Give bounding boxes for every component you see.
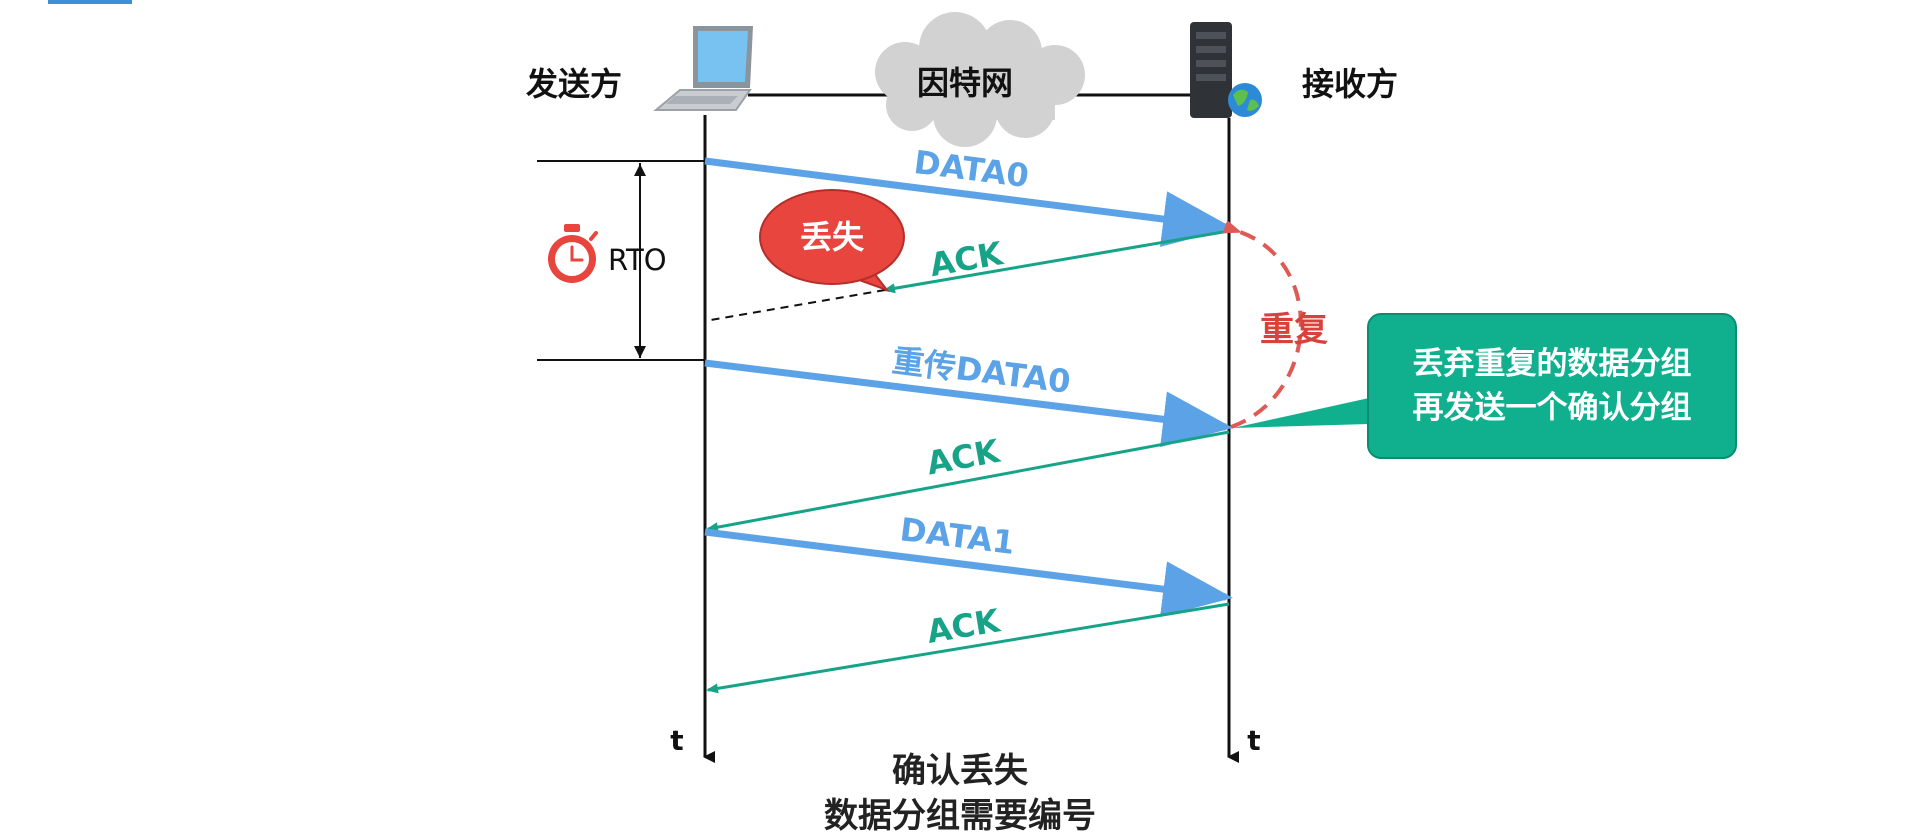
caption-line1: 确认丢失 (892, 751, 1028, 791)
message-label-data1: DATA1 (898, 510, 1017, 562)
duplicate-note-line2: 再发送一个确认分组 (1412, 390, 1692, 426)
lost-badge (759, 189, 905, 293)
rto-label: RTO (608, 243, 667, 277)
lost-badge-label: 丢失 (800, 218, 865, 256)
corner-tab (48, 0, 132, 4)
rto-bracket-top-arrow (634, 164, 646, 176)
cloud-icon (875, 12, 1085, 147)
message-arrow-ack-3 (706, 602, 1230, 694)
message-arrow-data1 (704, 528, 1233, 617)
message-label-ack-lost: ACK (927, 234, 1007, 284)
message-arrow-retransmit-data0 (704, 359, 1233, 448)
note-pointer (1233, 398, 1369, 428)
lost-ack-dashed-path (704, 289, 886, 322)
duplicate-label: 重复 (1260, 310, 1328, 350)
duplicate-arc (1222, 220, 1303, 429)
sender-time-label: t (670, 724, 683, 757)
caption-line2: 数据分组需要编号 (824, 796, 1096, 836)
duplicate-note-line1: 丢弃重复的数据分组 (1412, 346, 1692, 382)
rto-bracket-bottom-arrow (634, 346, 646, 358)
server-icon (1190, 22, 1262, 118)
laptop-icon (653, 26, 753, 111)
sender-label: 发送方 (526, 65, 622, 103)
receiver-label: 接收方 (1302, 65, 1398, 103)
network-label: 因特网 (917, 64, 1013, 102)
duplicate-note: 丢弃重复的数据分组 再发送一个确认分组 (1367, 313, 1737, 459)
receiver-time-label: t (1247, 724, 1260, 757)
message-arrow-data0 (704, 157, 1233, 247)
stopwatch-icon (548, 224, 598, 283)
message-arrow-ack-2 (706, 430, 1230, 533)
message-arrow-ack-lost (883, 229, 1230, 294)
